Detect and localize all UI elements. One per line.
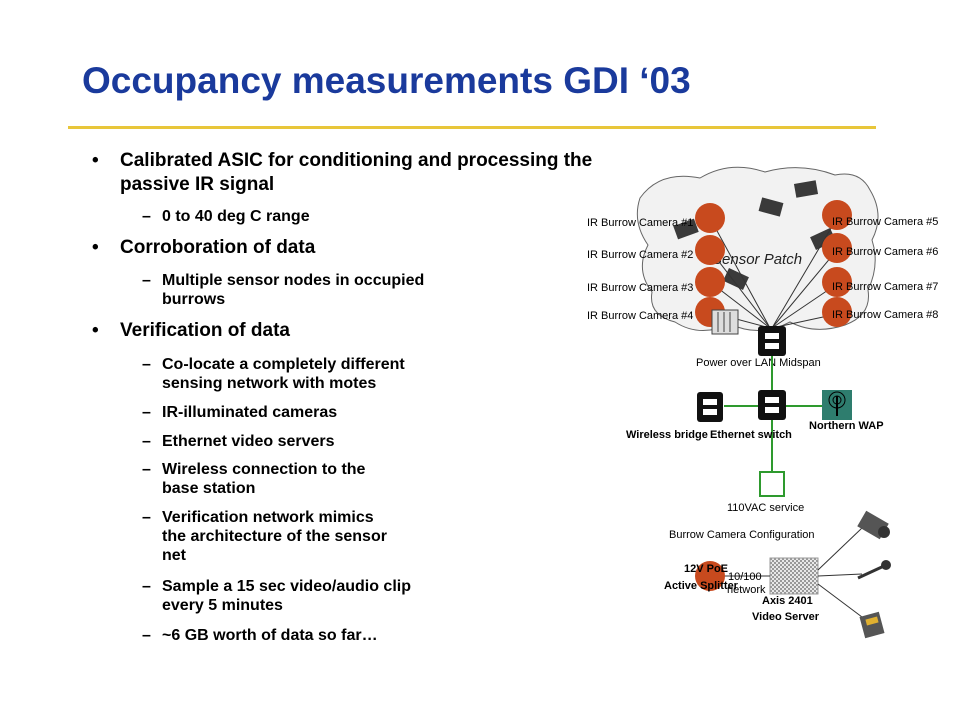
ethernet-switch-label: Ethernet switch — [710, 429, 792, 441]
network-links — [724, 356, 822, 472]
axis-server-label-1: Axis 2401 — [762, 595, 813, 607]
microphone-icon — [857, 560, 891, 580]
wireless-access-point-icon — [822, 390, 852, 420]
wireless-bridge-label: Wireless bridge — [626, 429, 708, 441]
poe-midspan-icon — [758, 326, 786, 356]
wireless-bridge-icon — [697, 392, 723, 422]
bullet-text-cont: passive IR signal — [120, 174, 275, 195]
bullet-text: Verification of data — [120, 320, 290, 341]
camera-group-left: IR Burrow Camera #1 IR Burrow Camera #2 … — [587, 203, 725, 327]
camera-2-label: IR Burrow Camera #2 — [587, 249, 693, 261]
poe-splitter-label-2: Active Splitter — [664, 580, 739, 592]
speaker-icon — [859, 611, 885, 639]
camera-group-right: IR Burrow Camera #5 IR Burrow Camera #6 … — [822, 200, 938, 327]
poe-midspan-label: Power over LAN Midspan — [696, 357, 821, 369]
bullet-dot: • — [92, 237, 99, 258]
sensor-patch-label: Sensor Patch — [712, 251, 802, 268]
bullet-text: Calibrated ASIC for conditioning and pro… — [120, 150, 593, 171]
camera-4-label: IR Burrow Camera #4 — [587, 310, 693, 322]
power-service-box — [759, 471, 785, 497]
sensor-nodes — [673, 180, 836, 290]
page-title: Occupancy measurements GDI ‘03 — [82, 60, 691, 101]
network-label-2: network — [727, 584, 766, 596]
northern-wap-label: Northern WAP — [809, 420, 884, 432]
bullet-text: Corroboration of data — [120, 237, 316, 258]
title-underline — [68, 126, 876, 129]
camera-1-label: IR Burrow Camera #1 — [587, 217, 693, 229]
poe-splitter-icon — [695, 561, 725, 591]
ethernet-switch-icon — [758, 390, 786, 420]
camera-3-label: IR Burrow Camera #3 — [587, 282, 693, 294]
bullet-dot: • — [92, 150, 99, 171]
camera-6-label: IR Burrow Camera #6 — [832, 246, 938, 258]
camera-8-label: IR Burrow Camera #8 — [832, 309, 938, 321]
burrow-config-label: Burrow Camera Configuration — [669, 529, 815, 541]
poe-splitter-label-1: 12V PoE — [684, 563, 728, 575]
camera-7-label: IR Burrow Camera #7 — [832, 281, 938, 293]
peripheral-links — [720, 527, 867, 621]
bullet-dot: • — [92, 320, 99, 341]
axis-server-label-2: Video Server — [752, 611, 820, 623]
network-label-1: 10/100 — [728, 571, 762, 583]
vac-service-label: 110VAC service — [727, 502, 804, 514]
camera-cables — [709, 217, 838, 329]
camera-5-label: IR Burrow Camera #5 — [832, 216, 938, 228]
video-camera-icon — [857, 510, 890, 540]
junction-box-icon — [711, 309, 739, 335]
